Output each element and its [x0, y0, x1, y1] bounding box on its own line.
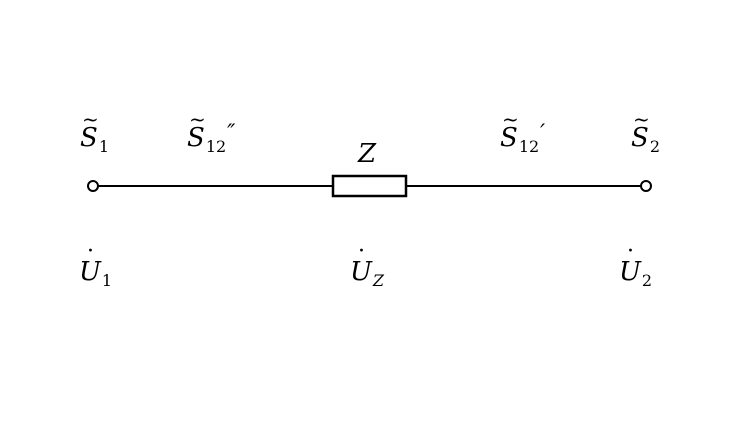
s2-subscript: 2 — [649, 137, 660, 156]
label-u1: · U 1 — [79, 241, 112, 289]
s12dp-symbol: ~ S — [187, 109, 206, 153]
label-uz: · U Z — [350, 241, 384, 289]
s2-letter: S — [631, 123, 649, 153]
s12p-subscript: 12 — [518, 137, 540, 156]
u1-symbol: · U — [79, 241, 101, 287]
label-s1: ~ S 1 — [80, 109, 109, 155]
impedance-box — [331, 174, 408, 198]
s1-letter: S — [80, 123, 98, 153]
s12dp-tilde: ~ — [189, 107, 206, 131]
s1-subscript: 1 — [98, 137, 109, 156]
s1-symbol: ~ S — [80, 109, 99, 153]
right-terminal — [640, 180, 652, 192]
uz-letter: U — [350, 257, 372, 287]
s12dp-letter: S — [187, 123, 205, 153]
uz-symbol: · U — [350, 241, 372, 287]
label-u2: · U 2 — [619, 241, 652, 289]
s1-tilde: ~ — [82, 107, 99, 131]
left-terminal — [87, 180, 99, 192]
s12p-tilde: ~ — [502, 107, 519, 131]
s12p-symbol: ~ S — [500, 109, 519, 153]
s12p-prime: ′ — [540, 121, 546, 146]
s2-tilde: ~ — [633, 107, 650, 131]
s12dp-subscript: 12 — [205, 137, 227, 156]
label-z: Z — [358, 141, 376, 167]
u2-letter: U — [619, 257, 641, 287]
z-letter: Z — [358, 139, 377, 169]
u2-symbol: · U — [619, 241, 641, 287]
uz-dot: · — [358, 239, 365, 264]
s12p-letter: S — [500, 123, 518, 153]
label-s12-prime: ~ S 12′ — [500, 109, 545, 155]
u1-subscript: 1 — [101, 271, 113, 290]
u2-dot: · — [627, 239, 634, 264]
u2-subscript: 2 — [641, 271, 653, 290]
uz-subscript: Z — [372, 271, 385, 290]
label-s2: ~ S 2 — [631, 109, 660, 155]
s12dp-prime: ″ — [227, 121, 236, 146]
label-s12-double-prime: ~ S 12″ — [187, 109, 235, 155]
u1-dot: · — [87, 239, 94, 264]
u1-letter: U — [79, 257, 101, 287]
s2-symbol: ~ S — [631, 109, 650, 153]
